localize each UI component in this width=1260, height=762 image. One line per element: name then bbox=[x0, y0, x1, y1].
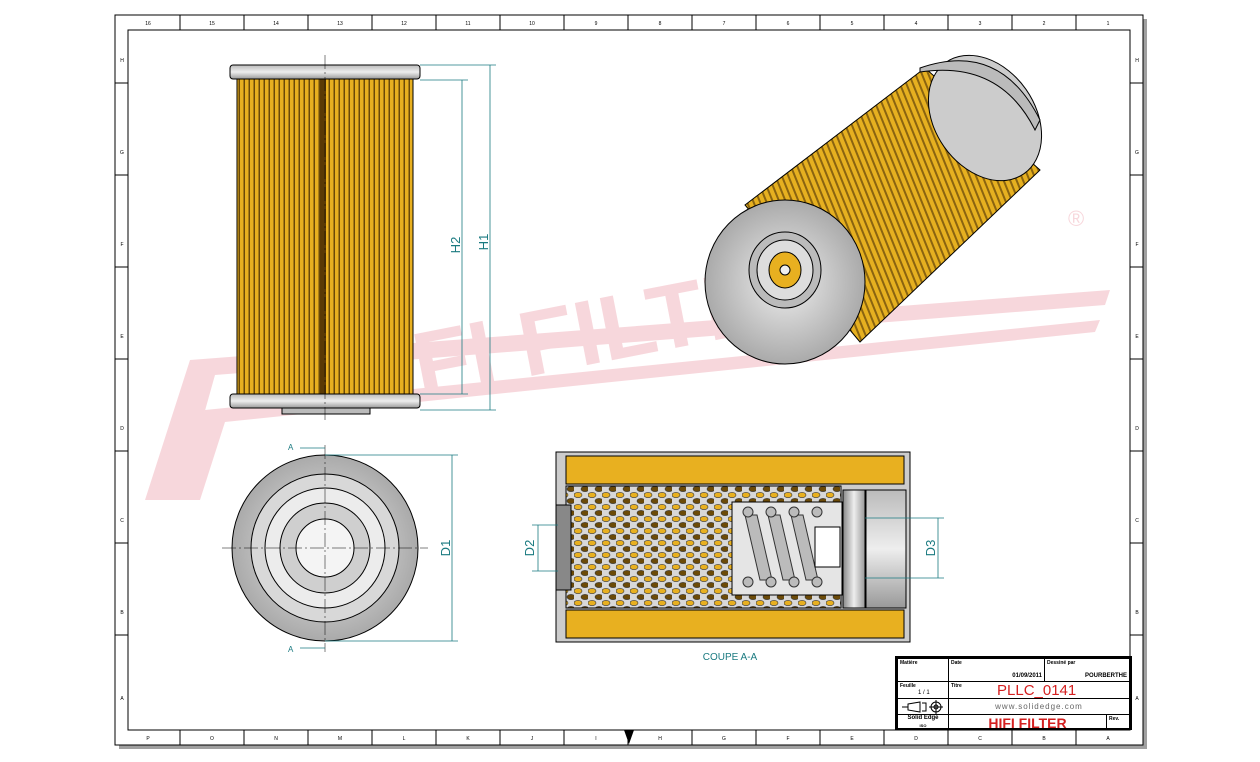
zone-label: O bbox=[210, 736, 214, 742]
zone-label: L bbox=[403, 736, 406, 742]
section-mark-bottom: A bbox=[288, 645, 294, 654]
zone-label: I bbox=[595, 736, 596, 742]
zone-label: 10 bbox=[529, 21, 535, 27]
dim-d1-label: D1 bbox=[438, 540, 453, 557]
zone-label: B bbox=[120, 610, 124, 616]
zone-label: H bbox=[120, 58, 124, 64]
zone-label: 12 bbox=[401, 21, 407, 27]
zone-label: 4 bbox=[915, 21, 918, 27]
zone-label: 14 bbox=[273, 21, 279, 27]
section-view bbox=[555, 451, 911, 643]
zone-label: D bbox=[1135, 426, 1139, 432]
front-view bbox=[229, 55, 421, 420]
zone-label: F bbox=[1135, 242, 1138, 248]
software-name: Solid Edge bbox=[907, 715, 939, 721]
zone-label: F bbox=[786, 736, 789, 742]
end-view bbox=[222, 445, 428, 652]
software-cell: Solid Edge ISO bbox=[897, 714, 949, 730]
zone-label: A bbox=[120, 696, 124, 702]
website-text: www.solidedge.com bbox=[995, 702, 1083, 711]
drawn-by-label: Dessiné par bbox=[1047, 660, 1076, 666]
zone-label: E bbox=[1135, 334, 1139, 340]
dim-d3-label: D3 bbox=[923, 540, 938, 557]
zone-label: 11 bbox=[465, 21, 470, 27]
zone-label: N bbox=[274, 736, 278, 742]
rev-label: Rev. bbox=[1109, 716, 1120, 722]
zone-label: 9 bbox=[595, 21, 598, 27]
dim-h2-label: H2 bbox=[448, 237, 463, 254]
svg-text:®: ® bbox=[1068, 206, 1084, 231]
material-cell: Matière bbox=[897, 658, 949, 682]
title-block: Matière Date 01/09/2011 Dessiné par POUR… bbox=[895, 656, 1132, 731]
zone-label: 1 bbox=[1107, 21, 1110, 27]
zone-label: A bbox=[1106, 736, 1110, 742]
zone-label: 6 bbox=[787, 21, 790, 27]
zone-ticks bbox=[115, 15, 1143, 745]
drawn-by-value: POURBERTHE bbox=[1084, 673, 1127, 679]
zone-label: 3 bbox=[979, 21, 982, 27]
sheet-value: 1 / 1 bbox=[918, 690, 930, 696]
title-cell: Titre PLLC_0141 bbox=[948, 681, 1130, 699]
drawing-title: PLLC_0141 bbox=[997, 682, 1077, 699]
zone-label: H bbox=[658, 736, 662, 742]
projection-symbol-cell bbox=[897, 698, 949, 715]
website-cell: www.solidedge.com bbox=[948, 698, 1130, 715]
isometric-view bbox=[704, 54, 1043, 365]
zone-label: D bbox=[914, 736, 918, 742]
company-cell: HIFI FILTER bbox=[948, 714, 1107, 731]
projection-symbol-icon bbox=[902, 700, 943, 714]
zone-label: C bbox=[120, 518, 124, 524]
dim-h1-label: H1 bbox=[476, 234, 491, 251]
zone-label: D bbox=[120, 426, 124, 432]
date-value: 01/09/2011 bbox=[1012, 673, 1042, 679]
zone-label: 16 bbox=[145, 21, 151, 27]
zone-label: E bbox=[120, 334, 124, 340]
dim-d2-label: D2 bbox=[522, 540, 537, 557]
zone-label: M bbox=[338, 736, 342, 742]
dimension-d1 bbox=[300, 447, 458, 649]
zone-label: B bbox=[1042, 736, 1046, 742]
zone-label: G bbox=[120, 150, 124, 156]
sheet-label: Feuille bbox=[900, 683, 916, 689]
zone-label: B bbox=[1135, 610, 1139, 616]
zone-label: J bbox=[531, 736, 534, 742]
zone-label: A bbox=[1135, 696, 1139, 702]
drawn-by-cell: Dessiné par POURBERTHE bbox=[1044, 658, 1130, 682]
company-name: HIFI FILTER bbox=[988, 715, 1067, 731]
zone-label: 5 bbox=[851, 21, 854, 27]
zone-label: G bbox=[1135, 150, 1139, 156]
zone-label: C bbox=[978, 736, 982, 742]
section-mark-top: A bbox=[288, 443, 294, 452]
zone-label: F bbox=[120, 242, 123, 248]
zone-label: C bbox=[1135, 518, 1139, 524]
dimension-d2-d3 bbox=[532, 517, 944, 579]
date-label: Date bbox=[951, 660, 962, 666]
section-caption: COUPE A-A bbox=[703, 652, 758, 663]
centering-mark-icon bbox=[624, 730, 634, 744]
zone-label: 15 bbox=[209, 21, 215, 27]
zone-label: P bbox=[146, 736, 150, 742]
zone-label: 7 bbox=[723, 21, 726, 27]
zone-label: G bbox=[722, 736, 726, 742]
zone-label: E bbox=[850, 736, 854, 742]
sheet-cell: Feuille 1 / 1 bbox=[897, 681, 949, 699]
zone-label: 13 bbox=[337, 21, 343, 27]
zone-label: H bbox=[1135, 58, 1139, 64]
title-label: Titre bbox=[951, 683, 962, 689]
dimension-h bbox=[420, 64, 496, 411]
zone-label: K bbox=[466, 736, 470, 742]
zone-label: 8 bbox=[659, 21, 662, 27]
material-label: Matière bbox=[900, 660, 918, 666]
rev-cell: Rev. bbox=[1106, 714, 1130, 730]
date-cell: Date 01/09/2011 bbox=[948, 658, 1045, 682]
standard: ISO bbox=[919, 723, 927, 728]
zone-label: 2 bbox=[1043, 21, 1046, 27]
